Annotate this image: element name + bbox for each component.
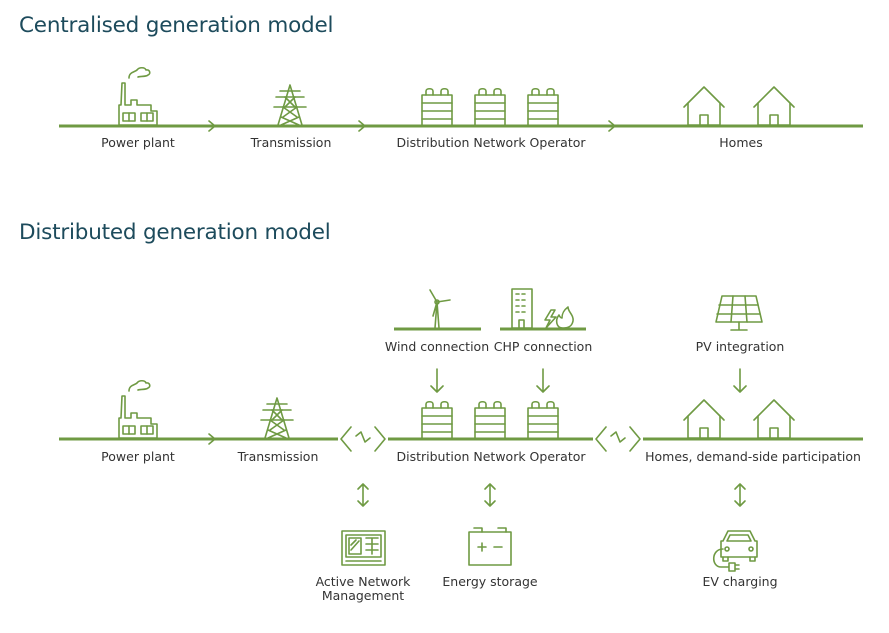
smart-connector-icon [340, 426, 386, 452]
solar-panel-icon [715, 295, 763, 331]
transformer-icon [421, 87, 453, 126]
label-dno: Distribution Network Operator [396, 449, 586, 464]
label-chp-connection: CHP connection [493, 339, 593, 354]
smart-connector-icon [595, 426, 641, 452]
label-power-plant: Power plant [101, 449, 175, 464]
label-anm-line1: Active Network [315, 574, 411, 589]
house-icon [683, 86, 725, 126]
centralised-title: Centralised generation model [19, 13, 334, 38]
label-homes: Homes [719, 135, 763, 150]
transmission-tower-icon [260, 397, 294, 439]
label-transmission: Transmission [250, 135, 332, 150]
arrow-icon [358, 120, 366, 132]
label-pv-integration: PV integration [695, 339, 785, 354]
label-homes-demand: Homes, demand-side participation [645, 449, 861, 464]
transformer-icon [421, 400, 453, 439]
label-energy-storage: Energy storage [442, 574, 538, 589]
control-panel-icon [341, 530, 386, 566]
label-ev-charging: EV charging [702, 574, 778, 589]
transformer-icon [527, 400, 559, 439]
arrow-icon [608, 120, 616, 132]
power-plant-icon [118, 379, 158, 439]
label-transmission: Transmission [237, 449, 319, 464]
label-anm-line2: Management [321, 588, 405, 603]
house-icon [753, 399, 795, 439]
house-icon [753, 86, 795, 126]
label-power-plant: Power plant [101, 135, 175, 150]
arrow-icon [208, 433, 216, 445]
house-icon [683, 399, 725, 439]
battery-icon [468, 527, 512, 566]
distributed-title: Distributed generation model [19, 220, 331, 245]
up-down-arrow-icon [484, 483, 496, 507]
down-arrow-icon [430, 368, 444, 393]
transmission-tower-icon [273, 84, 307, 126]
up-down-arrow-icon [357, 483, 369, 507]
transformer-icon [474, 400, 506, 439]
label-wind-connection: Wind connection [384, 339, 490, 354]
up-down-arrow-icon [734, 483, 746, 507]
transformer-icon [474, 87, 506, 126]
transformer-icon [527, 87, 559, 126]
down-arrow-icon [733, 368, 747, 393]
down-arrow-icon [536, 368, 550, 393]
arrow-icon [208, 120, 216, 132]
wind-turbine-icon [394, 289, 481, 331]
chp-plant-icon [500, 288, 586, 331]
ev-car-icon [712, 530, 758, 572]
label-dno: Distribution Network Operator [396, 135, 586, 150]
power-plant-icon [118, 66, 158, 126]
